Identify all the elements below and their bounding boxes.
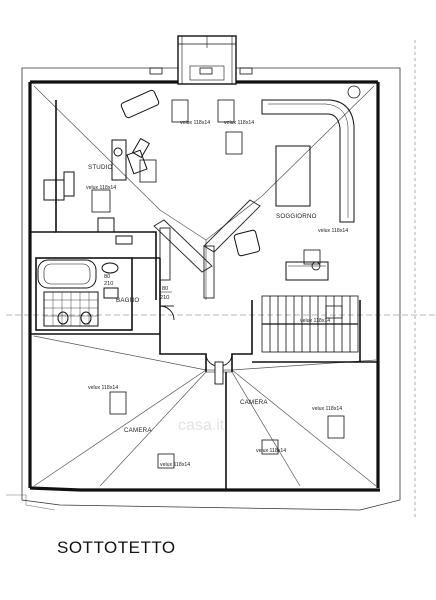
skylight-label-stair: velux 118x14 bbox=[300, 318, 330, 324]
skylight-label-soggiorno: velux 118x14 bbox=[318, 228, 348, 234]
ridge-beams bbox=[153, 199, 261, 299]
drawing-title: SOTTOTETTO bbox=[57, 538, 176, 557]
coffee-table bbox=[275, 145, 311, 207]
dormer bbox=[177, 35, 237, 85]
watermark: casa.it bbox=[178, 417, 225, 434]
room-label-camera-right: CAMERA bbox=[240, 399, 268, 406]
door-label-bagno-height: 210 bbox=[160, 295, 169, 301]
skylights bbox=[91, 99, 345, 469]
skylight-label-bottom-right: velux 118x14 bbox=[256, 448, 286, 454]
skylight-label-bottom-left: velux 118x14 bbox=[160, 462, 190, 468]
bathroom-fixtures bbox=[37, 259, 119, 327]
sofa bbox=[261, 99, 355, 223]
skylight-label-camera-right: velux 118x14 bbox=[312, 406, 342, 412]
exterior-walls bbox=[28, 80, 380, 492]
door-label-wc-width: 80 bbox=[104, 274, 110, 280]
interior-walls bbox=[30, 100, 378, 490]
skylight-label-top-left: velux 118x14 bbox=[180, 120, 210, 126]
roof-ridges bbox=[33, 85, 377, 487]
tv-console bbox=[285, 261, 329, 281]
roof-outline bbox=[21, 67, 401, 511]
armchair bbox=[233, 229, 261, 257]
staircase bbox=[261, 295, 359, 353]
studio-furniture bbox=[43, 89, 160, 245]
door-label-bagno-width: 80 bbox=[162, 286, 168, 292]
skylight-label-studio: velux 118x14 bbox=[86, 185, 116, 191]
round-lamps bbox=[311, 85, 361, 271]
skylight-label-top-right: velux 118x14 bbox=[224, 120, 254, 126]
doors bbox=[159, 305, 233, 385]
door-label-wc-height: 210 bbox=[104, 281, 113, 287]
room-label-soggiorno: SOGGIORNO bbox=[276, 213, 317, 220]
room-label-camera-left: CAMERA bbox=[124, 427, 152, 434]
skylight-label-camera-left: velux 118x14 bbox=[88, 385, 118, 391]
room-label-bagno: BAGNO bbox=[116, 297, 139, 304]
cut-lines bbox=[6, 40, 436, 520]
window-marks bbox=[149, 67, 253, 75]
room-label-studio: STUDIO bbox=[88, 164, 113, 171]
